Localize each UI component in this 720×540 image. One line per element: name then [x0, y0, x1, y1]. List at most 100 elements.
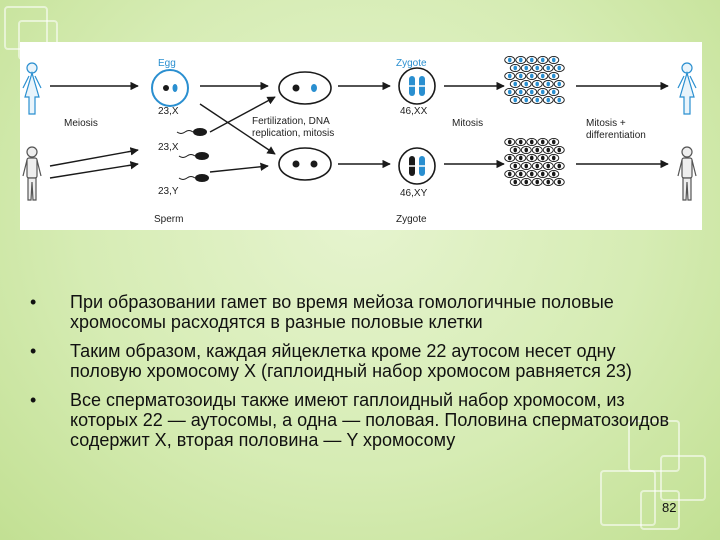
cell-nucleus	[508, 90, 512, 95]
bullet-symbol: •	[30, 341, 36, 361]
bullet-text: При образовании гамет во время мейоза го…	[70, 292, 614, 332]
cell-nucleus	[557, 148, 561, 153]
cell-nucleus	[508, 140, 512, 145]
bullet-text: Таким образом, каждая яйцеклетка кроме 2…	[70, 341, 632, 381]
cell-nucleus	[513, 82, 517, 87]
cell-nucleus	[535, 148, 539, 153]
cell-nucleus	[552, 140, 556, 145]
cell-nucleus	[557, 180, 561, 185]
label-egg-karyotype: 23,X	[158, 106, 179, 117]
label-zygote-female-karyotype: 46,XX	[400, 106, 427, 117]
cell-nucleus	[552, 58, 556, 63]
cell-nucleus	[535, 98, 539, 103]
cell-nucleus	[524, 66, 528, 71]
cell-cluster-male	[505, 138, 565, 185]
cell-nucleus	[524, 164, 528, 169]
cell-nucleus	[519, 156, 523, 161]
cell-nucleus	[524, 82, 528, 87]
sperm-x	[177, 128, 207, 136]
label-replication: replication, mitosis	[252, 128, 334, 139]
page-number: 82	[662, 500, 676, 515]
cell-nucleus	[519, 172, 523, 177]
label-egg: Egg	[158, 58, 176, 69]
label-sperm-y: 23,Y	[158, 186, 179, 197]
bullet-item: • Таким образом, каждая яйцеклетка кроме …	[30, 341, 680, 381]
cell-nucleus	[508, 172, 512, 177]
label-sperm: Sperm	[154, 214, 183, 225]
cell-cluster-female	[505, 56, 565, 103]
bullet-item: • При образовании гамет во время мейоза г…	[30, 292, 680, 332]
cell-nucleus	[519, 90, 523, 95]
cell-nucleus	[552, 90, 556, 95]
zygote-male	[399, 148, 435, 184]
zygote-female	[399, 68, 435, 104]
cell-nucleus	[530, 90, 534, 95]
bullet-symbol: •	[30, 390, 36, 410]
label-fertilization: Fertilization, DNA	[252, 116, 330, 127]
cell-nucleus	[541, 140, 545, 145]
cell-nucleus	[513, 164, 517, 169]
cell-nucleus	[552, 156, 556, 161]
label-sperm-x: 23,X	[158, 142, 179, 153]
process-arrows	[50, 86, 668, 178]
cell-nucleus	[524, 98, 528, 103]
cell-nucleus	[552, 74, 556, 79]
cell-nucleus	[546, 82, 550, 87]
female-figure-icon	[678, 63, 696, 114]
cell-nucleus	[535, 164, 539, 169]
label-mitosis-differentiation-1: Mitosis +	[586, 118, 626, 129]
label-zygote-top: Zygote	[396, 58, 427, 69]
cell-nucleus	[513, 98, 517, 103]
label-mitosis-differentiation-2: differentiation	[586, 130, 646, 141]
cell-nucleus	[535, 180, 539, 185]
bullet-text: Все сперматозоиды также имеют гаплоидный…	[70, 390, 669, 450]
cell-nucleus	[513, 148, 517, 153]
female-figure-icon	[23, 63, 41, 114]
label-mitosis: Mitosis	[452, 118, 483, 129]
cell-nucleus	[535, 66, 539, 71]
cell-nucleus	[541, 90, 545, 95]
label-zygote-male-karyotype: 46,XY	[400, 188, 427, 199]
meiosis-diagram: Egg Zygote 23,X 46,XX Meiosis Fertilizat…	[20, 42, 702, 230]
bullet-list: • При образовании гамет во время мейоза г…	[30, 292, 680, 459]
cell-nucleus	[524, 180, 528, 185]
cell-nucleus	[546, 98, 550, 103]
cell-nucleus	[508, 58, 512, 63]
egg-cell	[152, 70, 188, 106]
label-meiosis: Meiosis	[64, 118, 98, 129]
bullet-symbol: •	[30, 292, 36, 312]
cell-nucleus	[530, 172, 534, 177]
cell-nucleus	[541, 172, 545, 177]
cell-nucleus	[546, 180, 550, 185]
cell-nucleus	[557, 82, 561, 87]
fertilized-cell-female	[279, 72, 331, 104]
cell-nucleus	[557, 66, 561, 71]
cell-nucleus	[513, 180, 517, 185]
cell-nucleus	[552, 172, 556, 177]
cell-nucleus	[541, 74, 545, 79]
cell-nucleus	[524, 148, 528, 153]
fertilized-cell-male	[279, 148, 331, 180]
bullet-item: • Все сперматозоиды также имеют гаплоидны…	[30, 390, 680, 450]
cell-nucleus	[530, 156, 534, 161]
label-zygote-bottom: Zygote	[396, 214, 427, 225]
cell-nucleus	[557, 164, 561, 169]
cell-nucleus	[541, 156, 545, 161]
cell-nucleus	[546, 66, 550, 71]
cell-nucleus	[530, 74, 534, 79]
cell-nucleus	[519, 140, 523, 145]
cell-nucleus	[546, 164, 550, 169]
male-figure-icon	[678, 147, 696, 200]
cell-nucleus	[541, 58, 545, 63]
cell-nucleus	[530, 140, 534, 145]
cell-nucleus	[519, 58, 523, 63]
cell-nucleus	[530, 58, 534, 63]
cell-nucleus	[508, 74, 512, 79]
cell-nucleus	[508, 156, 512, 161]
sperm-y	[179, 174, 209, 182]
cell-nucleus	[557, 98, 561, 103]
sperm-x	[179, 152, 209, 160]
cell-nucleus	[519, 74, 523, 79]
cell-nucleus	[513, 66, 517, 71]
male-figure-icon	[23, 147, 41, 200]
